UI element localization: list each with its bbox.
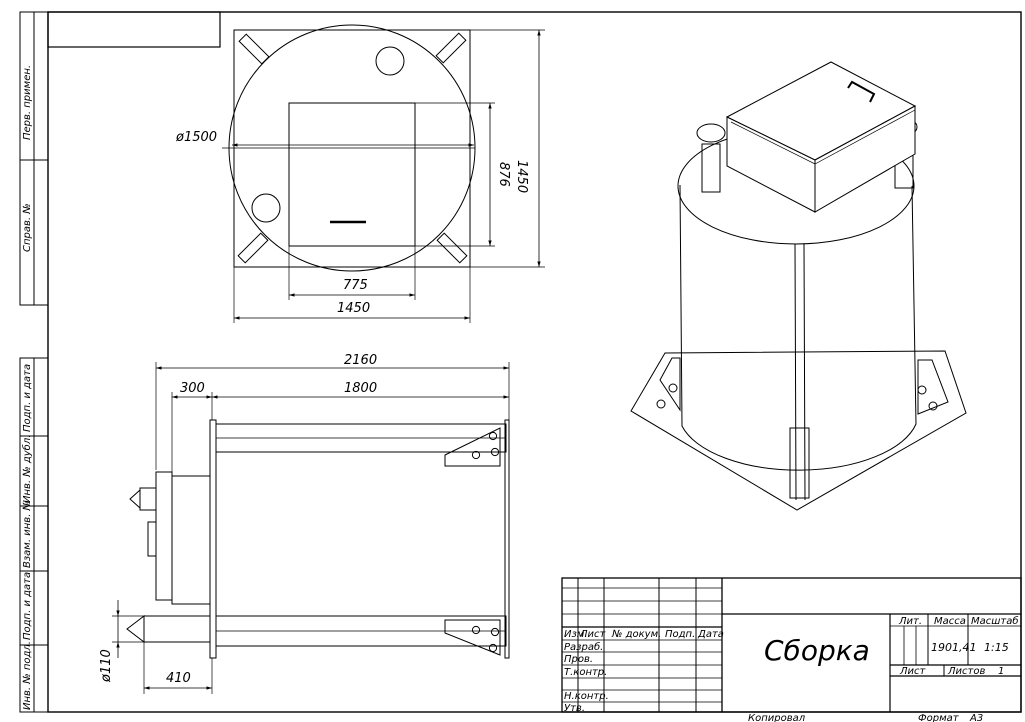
row-label-approved: Утв. [564, 703, 585, 714]
row-label-checker: Пров. [564, 654, 593, 665]
iso-view [630, 61, 967, 511]
row-label-tech-control: Т.контр. [564, 667, 607, 678]
col-header-sign: Подп. [665, 629, 695, 640]
dim-outer-width-label: 1450 [337, 301, 370, 316]
scale-value: 1:15 [984, 641, 1009, 654]
strip-label-5: Взам. инв. № [22, 500, 33, 568]
strip-label-4: Инв. № дубл. [21, 435, 33, 503]
left-strip [19, 11, 49, 713]
col-header-izm: Изм. [564, 629, 588, 640]
stamp-corner [47, 11, 221, 48]
dim-pipe-diameter-label: ø110 [99, 649, 114, 683]
dim-diameter-label: ø1500 [175, 130, 217, 145]
col-header-date: Дата [697, 629, 724, 640]
mass-label: Масса [934, 616, 966, 627]
sheets-value: 1 [998, 666, 1004, 677]
mass-value: 1901,41 [931, 641, 977, 654]
strip-label-2: Справ. № [22, 203, 33, 252]
col-header-list: Лист [579, 629, 607, 640]
scale-label: Масштаб [971, 615, 1019, 627]
dim-inner-height-label: 876 [496, 162, 511, 187]
lit-label: Лит. [898, 616, 922, 627]
col-header-doc: № докум. [611, 629, 661, 640]
format-value: А3 [969, 713, 983, 722]
dim-pipe-length-label: 410 [166, 671, 191, 686]
sheets-label: Листов [947, 666, 985, 677]
drawing-title: Сборка [764, 634, 870, 667]
dim-total-label: 2160 [344, 353, 377, 368]
dim-offset-label: 300 [180, 381, 205, 396]
dim-outer-height-label: 1450 [514, 160, 529, 193]
strip-label-1: Перв. примен. [22, 65, 33, 140]
format-label: Формат [918, 713, 960, 722]
side-view [112, 362, 510, 694]
sheet-label: Лист [899, 666, 927, 677]
strip-label-3: Подп. и дата [22, 364, 33, 432]
row-label-norm-control: Н.контр. [564, 691, 609, 702]
dim-body-label: 1800 [344, 381, 377, 396]
copied-label: Копировал [748, 713, 806, 722]
title-block [561, 577, 1022, 713]
dim-inner-width-label: 775 [343, 278, 368, 293]
top-view [222, 24, 545, 323]
row-label-developer: Разраб. [564, 641, 603, 653]
strip-label-7: Инв. № подл. [22, 641, 33, 710]
strip-label-6: Подп. и дата [22, 572, 33, 640]
